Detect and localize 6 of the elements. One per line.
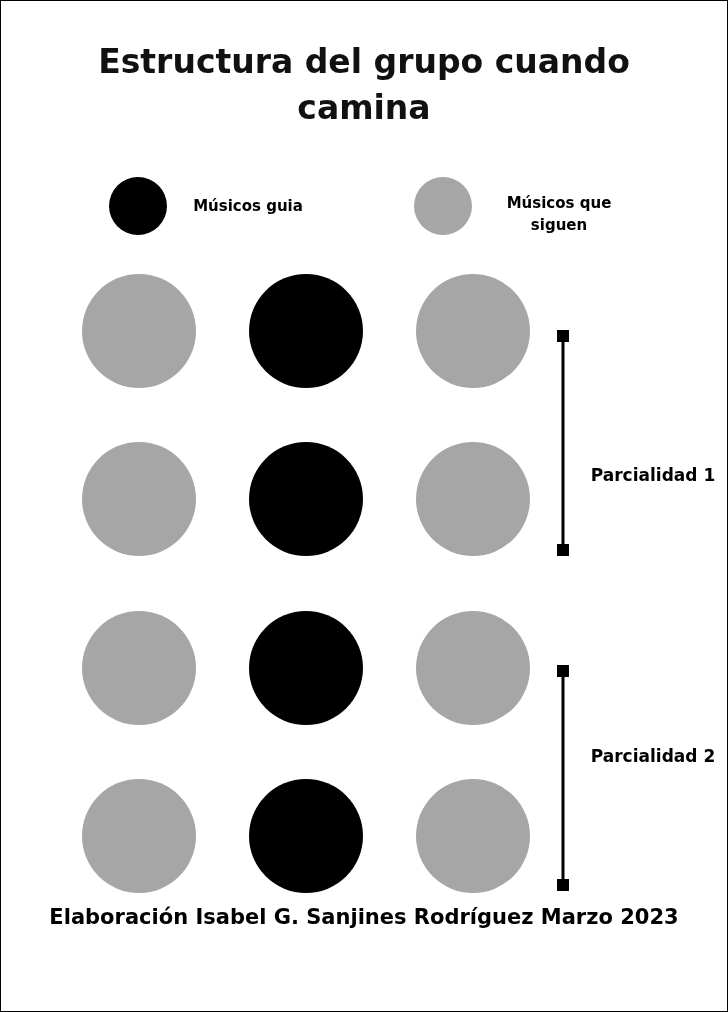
diagram-title: Estructura del grupo cuando camina xyxy=(97,41,631,129)
bracket-label: Parcialidad 2 xyxy=(589,745,717,768)
legend-text: Músicos que siguen xyxy=(505,193,613,236)
legend-text: Músicos guia xyxy=(192,196,304,217)
caption: Elaboración Isabel G. Sanjines Rodríguez Marzo 2023 xyxy=(48,904,680,931)
bracket-label: Parcialidad 1 xyxy=(589,464,717,487)
